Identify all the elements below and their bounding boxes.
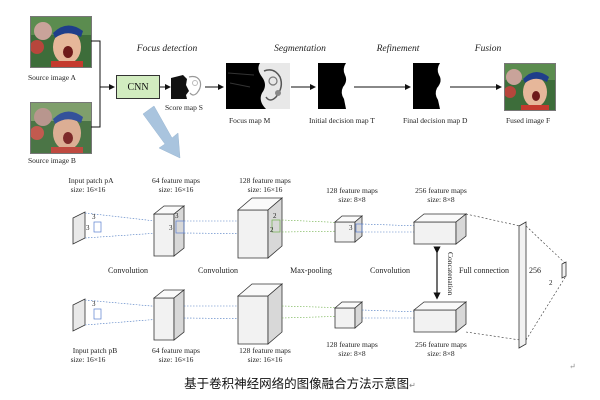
- kernel-size-a2b: 3: [169, 224, 173, 232]
- fmap64-a-side: [173, 205, 185, 257]
- figure-caption-text: 基于卷积神经网络的图像融合方法示意图: [184, 376, 410, 391]
- caption-paragraph-mark: ↵: [409, 381, 416, 390]
- kernel-size-b1: 3: [92, 300, 96, 308]
- fmap128-8-a-side: [354, 215, 363, 243]
- final-decision-map-image: [413, 63, 449, 109]
- fmap64-b-front: [153, 297, 175, 341]
- source-image-b: [30, 102, 92, 154]
- top-label-2-line1: 64 feature maps: [152, 176, 200, 185]
- corner-paragraph-mark: ↵: [569, 362, 576, 371]
- top-label-4-line2: size: 8×8: [338, 195, 366, 204]
- op-full-connection: Full connection: [459, 266, 509, 275]
- fmap64-b-side: [173, 289, 185, 341]
- kernel-size-a3: 2: [270, 226, 274, 234]
- top-label-5-line2: size: 8×8: [427, 195, 455, 204]
- kernel-size-a1b: 3: [86, 224, 90, 232]
- network-diagram: [72, 197, 567, 349]
- fmap128-8-b-side: [354, 301, 363, 329]
- top-label-3-line1: 128 feature maps: [239, 176, 291, 185]
- stage-focus-detection: Focus detection: [136, 44, 198, 54]
- source-image-b-label: Source image B: [28, 156, 76, 165]
- top-label-1-line2: size: 16×16: [70, 185, 106, 194]
- fused-image: [504, 63, 556, 111]
- fmap128-a-side: [267, 197, 283, 259]
- kernel-size-a4: 3: [349, 224, 353, 232]
- bottom-label-4-line2: size: 8×8: [338, 349, 366, 358]
- figure-caption: 基于卷积神经网络的图像融合方法示意图↵: [0, 373, 600, 392]
- zoom-arrow: [142, 105, 181, 159]
- bottom-label-5-line2: size: 8×8: [427, 349, 455, 358]
- fmap128-a-front: [237, 209, 269, 259]
- bottom-label-1-line1: Input patch pB: [72, 346, 118, 355]
- op-convolution-3: Convolution: [369, 266, 411, 275]
- bottom-label-3-line2: size: 16×16: [247, 355, 283, 364]
- bottom-label-3-line1: 128 feature maps: [239, 346, 291, 355]
- kernel-size-a1: 3: [92, 213, 96, 221]
- cnn-block: CNN: [116, 75, 160, 99]
- source-a-connector: [91, 40, 101, 87]
- focus-map-image: [226, 63, 290, 109]
- source-image-a-label: Source image A: [28, 73, 76, 82]
- output-size-label: 2: [549, 279, 553, 287]
- fused-image-label: Fused image F: [506, 116, 551, 125]
- kernel-a3: [271, 219, 281, 233]
- stage-refinement: Refinement: [376, 44, 420, 54]
- bottom-label-2-line2: size: 16×16: [158, 355, 194, 364]
- kernel-b1: [93, 308, 102, 320]
- concatenation-label: Concatenation: [446, 252, 455, 296]
- kernel-size-a3b: 2: [273, 212, 277, 220]
- input-patch-b: [72, 298, 86, 332]
- bottom-label-5-line1: 256 feature maps: [415, 340, 467, 349]
- kernel-size-a2: 3: [175, 212, 179, 220]
- bottom-label-2-line1: 64 feature maps: [152, 346, 200, 355]
- score-map-image: [171, 75, 204, 99]
- bottom-label-1-line2: size: 16×16: [70, 355, 106, 364]
- bottom-label-4-line1: 128 feature maps: [326, 340, 378, 349]
- fmap128-b-side: [267, 283, 283, 345]
- cnn-label: CNN: [127, 81, 149, 93]
- fmap256-b-side: [455, 301, 467, 333]
- op-max-pooling: Max-pooling: [290, 266, 332, 275]
- focus-map-label: Focus map M: [229, 116, 271, 125]
- fc-layer: [518, 221, 527, 349]
- stage-fusion: Fusion: [474, 44, 502, 54]
- final-decision-map-label: Final decision map D: [403, 116, 468, 125]
- top-label-2-line2: size: 16×16: [158, 185, 194, 194]
- output-layer: [561, 261, 567, 279]
- fc-size-label: 256: [529, 266, 541, 275]
- fmap256-a-front: [413, 221, 457, 245]
- fmap256-b-front: [413, 309, 457, 333]
- initial-decision-map-label: Initial decision map T: [309, 116, 375, 125]
- fmap128-8-b-front: [334, 307, 356, 329]
- input-patch-a: [72, 211, 86, 245]
- pipeline-connectors: [91, 40, 502, 159]
- op-convolution-2: Convolution: [197, 266, 239, 275]
- top-label-1-line1: Input patch pA: [68, 176, 114, 185]
- initial-decision-map-image: [318, 63, 354, 109]
- top-label-3-line2: size: 16×16: [247, 185, 283, 194]
- top-label-5-line1: 256 feature maps: [415, 186, 467, 195]
- kernel-a1: [93, 221, 102, 233]
- fmap256-a-side: [455, 213, 467, 245]
- stage-segmentation: Segmentation: [274, 44, 326, 54]
- source-image-a: [30, 16, 92, 68]
- score-map-label: Score map S: [165, 103, 203, 112]
- op-convolution-1: Convolution: [107, 266, 149, 275]
- fmap64-a-front: [153, 213, 175, 257]
- fmap128-b-front: [237, 295, 269, 345]
- top-label-4-line1: 128 feature maps: [326, 186, 378, 195]
- kernel-a4: [355, 223, 363, 233]
- source-b-connector: [91, 87, 101, 128]
- kernel-a2: [175, 220, 185, 234]
